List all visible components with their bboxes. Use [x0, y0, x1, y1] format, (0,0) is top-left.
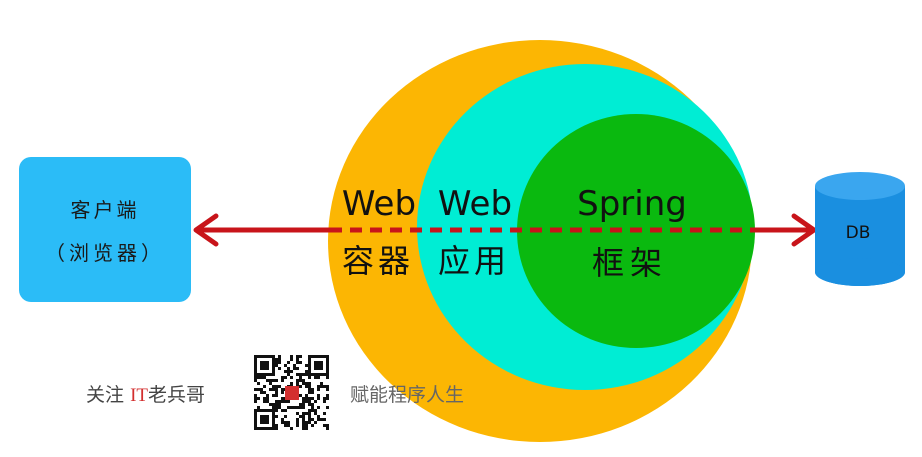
watermark-follow: 关注 IT老兵哥 — [86, 380, 205, 407]
watermark-prefix: 关注 — [86, 384, 125, 406]
web-container-label-line2: 容器 — [342, 242, 414, 280]
db-label: DB — [846, 223, 871, 243]
qr-code-icon — [252, 353, 331, 432]
spring-label-line1: Spring — [577, 184, 687, 224]
watermark-it: IT — [130, 385, 148, 406]
browser-label: （浏览器） — [45, 240, 165, 265]
db-cylinder-icon — [815, 172, 905, 286]
spring-label-line2: 框架 — [592, 244, 668, 282]
watermark-slogan: 赋能程序人生 — [350, 384, 465, 406]
web-app-label-line2: 应用 — [438, 242, 510, 280]
web-app-label-line1: Web — [438, 184, 512, 224]
web-container-label-line1: Web — [342, 184, 416, 224]
right-arrowhead — [791, 213, 817, 247]
watermark-suffix: 老兵哥 — [148, 384, 206, 406]
left-arrowhead — [193, 213, 219, 247]
client-browser-box: 客户端 （浏览器） — [19, 157, 191, 302]
client-label: 客户端 — [70, 197, 140, 222]
